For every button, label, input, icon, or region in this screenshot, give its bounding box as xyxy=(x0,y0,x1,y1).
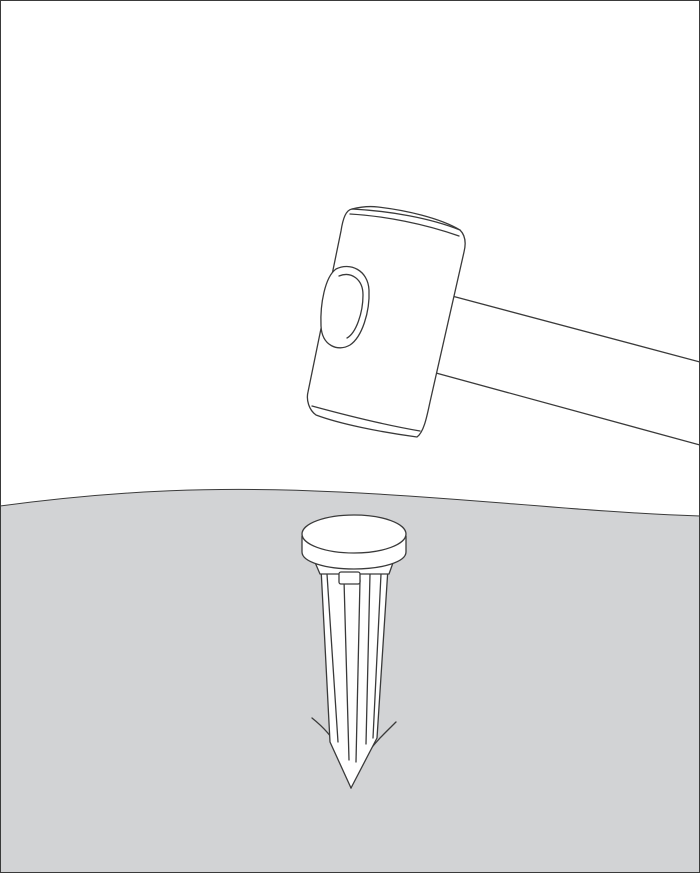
mallet-icon xyxy=(306,205,700,446)
stake-cap-top xyxy=(301,514,407,554)
ground-stake-icon xyxy=(301,514,407,789)
stake-shaft-line-4 xyxy=(365,573,371,745)
mallet-bottom-face-edge xyxy=(311,405,421,432)
stake-shaft-line-1 xyxy=(326,573,339,743)
mallet-top-face-edge xyxy=(349,213,460,237)
mallet-grip-inner xyxy=(338,273,364,339)
stake-shaft-line-2 xyxy=(343,579,350,761)
stake-shaft-line-3 xyxy=(355,579,361,763)
stake-notch xyxy=(338,571,361,585)
mallet-top-face xyxy=(351,205,461,231)
stake-shaft-line-5 xyxy=(372,573,382,739)
mallet-grip-outer xyxy=(320,265,370,349)
